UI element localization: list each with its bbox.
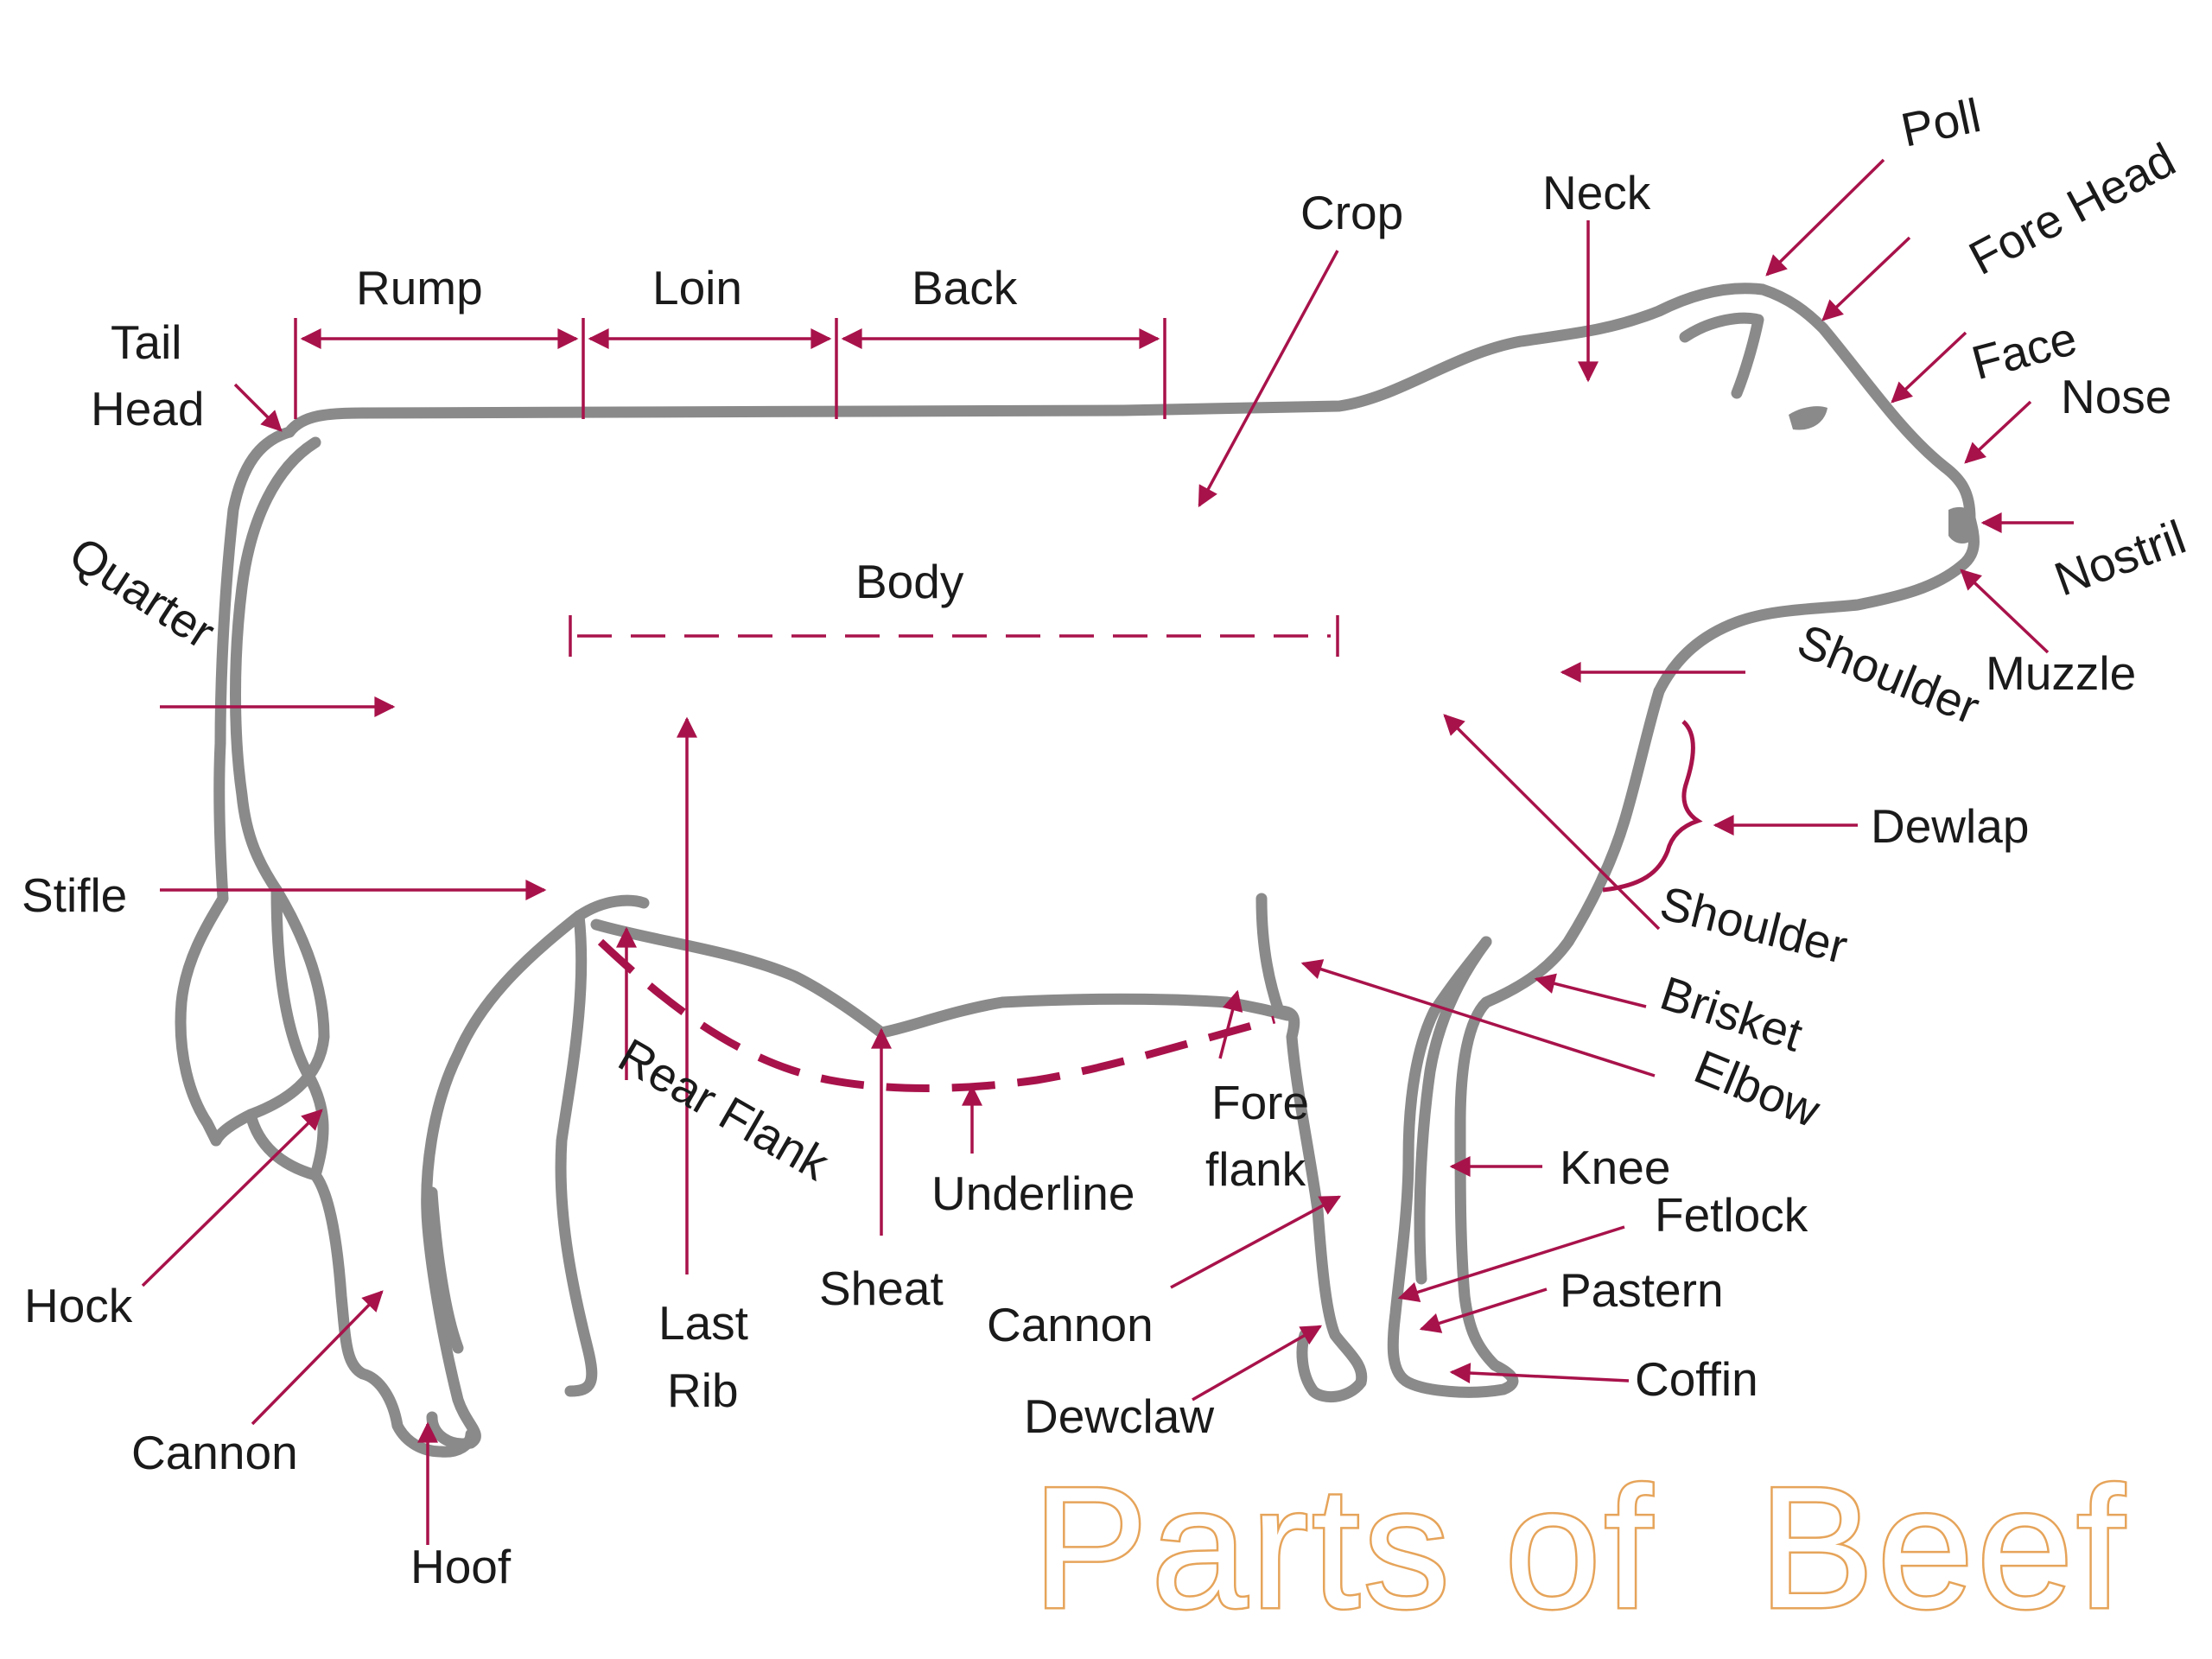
label-stifle: Stifle <box>22 868 127 922</box>
ear <box>1679 312 1764 399</box>
coffin-arrow <box>1449 1363 1630 1384</box>
label-fore: Fore <box>1211 1076 1309 1129</box>
label-quarter: Quarter <box>60 526 225 659</box>
label-dewclaw: Dewclaw <box>1024 1389 1214 1443</box>
underline-dashed-curve <box>597 938 1276 1092</box>
label-pastern: Pastern <box>1560 1263 1724 1317</box>
pastern-arrow <box>1419 1287 1548 1333</box>
belly <box>590 918 1294 1039</box>
label-loin: Loin <box>652 261 742 315</box>
eye <box>1789 406 1827 430</box>
label-elbow: Elbow <box>1688 1039 1827 1138</box>
part-labels: Poll Fore Head Neck Crop Rump Loin Back … <box>22 88 2192 1593</box>
top-segment-bars <box>294 318 1166 419</box>
label-shoulder-upper: Shoulder <box>1790 613 1986 734</box>
tail-head-arrow <box>233 383 283 432</box>
label-sheat: Sheat <box>819 1262 944 1315</box>
label-head: Head <box>91 382 204 435</box>
label-fore-head: Fore Head <box>1961 132 2184 285</box>
label-hoof: Hoof <box>410 1540 512 1593</box>
brisket-arrow <box>1534 973 1647 1008</box>
topline <box>283 283 1980 697</box>
fetlock-arrow <box>1397 1225 1625 1302</box>
fore-flank-arrow <box>1218 989 1243 1059</box>
label-rump: Rump <box>356 261 483 315</box>
label-brisket: Brisket <box>1654 966 1808 1062</box>
label-muzzle: Muzzle <box>1986 646 2136 700</box>
poll-arrow <box>1765 158 1885 276</box>
face-arrow <box>1891 331 1967 404</box>
crop-arrow <box>1198 250 1339 508</box>
label-underline: Underline <box>931 1166 1135 1220</box>
body-bar <box>569 615 1339 657</box>
label-neck: Neck <box>1542 166 1651 219</box>
label-body: Body <box>855 555 964 608</box>
muzzle-arrow <box>1960 569 2050 654</box>
label-dewlap: Dewlap <box>1871 799 2029 853</box>
label-rib: Rib <box>667 1363 739 1417</box>
shoulder-lower-arrow <box>1443 714 1661 931</box>
label-hock: Hock <box>24 1279 133 1332</box>
cannon-rear-arrow <box>251 1290 384 1426</box>
dewlap-bracket <box>1602 720 1703 893</box>
label-shoulder-lower: Shoulder <box>1656 876 1853 974</box>
label-tail: Tail <box>111 315 182 369</box>
pointer-arrows <box>141 158 2074 1545</box>
rear-quarter <box>175 426 296 1147</box>
nostril-shape <box>1948 506 1978 544</box>
label-cannon-front: Cannon <box>987 1298 1154 1351</box>
fore-head-arrow <box>1821 236 1911 321</box>
label-back: Back <box>912 261 1018 315</box>
label-flank: flank <box>1205 1142 1306 1196</box>
elbow-arrow <box>1300 959 1656 1077</box>
rear-upper <box>573 894 650 922</box>
brisket-line <box>1387 685 1665 1398</box>
rear-leg-far-hoof <box>426 1186 464 1354</box>
diagram-title: Parts of Beef <box>1033 1452 2128 1644</box>
hock-arrow <box>141 1109 323 1287</box>
label-fetlock: Fetlock <box>1655 1188 1808 1242</box>
label-crop: Crop <box>1300 186 1403 239</box>
label-coffin: Coffin <box>1635 1352 1758 1406</box>
tail <box>210 436 330 1147</box>
label-nose: Nose <box>2061 370 2171 423</box>
rear-leg-near-inner <box>270 884 329 1181</box>
rear-leg-far-inner <box>555 910 598 1397</box>
nose-arrow <box>1964 400 2032 464</box>
front-leg-inner <box>1414 936 1492 1285</box>
label-knee: Knee <box>1560 1141 1670 1194</box>
cow-outline <box>175 283 1980 1458</box>
label-rear-flank: Rear Flank <box>610 1028 838 1191</box>
label-cannon-rear: Cannon <box>131 1426 298 1479</box>
dewclaw-arrow <box>1192 1325 1323 1402</box>
cannon-front-arrow <box>1170 1195 1342 1289</box>
label-last: Last <box>658 1296 748 1350</box>
label-poll: Poll <box>1897 88 1986 157</box>
